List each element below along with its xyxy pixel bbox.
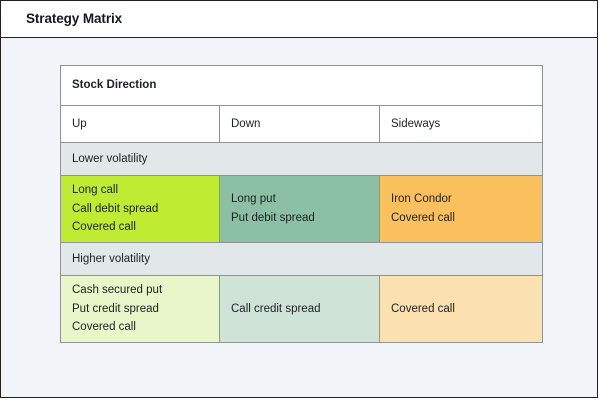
strategy-item: Call debit spread <box>72 202 159 215</box>
strategy-list: Cash secured put Put credit spread Cover… <box>72 281 208 337</box>
strategy-item: Long call <box>72 184 119 197</box>
table-row-lower-volatility-strategies: Long call Call debit spread Covered call… <box>60 175 544 243</box>
band-label-higher-volatility: Higher volatility <box>59 242 544 276</box>
strategy-list: Long put Put debit spread <box>231 190 368 227</box>
table-row-higher-volatility-strategies: Cash secured put Put credit spread Cover… <box>60 275 544 343</box>
cell-lower-sideways: Iron Condor Covered call <box>378 175 544 243</box>
column-header-sideways: Sideways <box>378 105 544 143</box>
strategy-list: Long call Call debit spread Covered call <box>72 181 208 237</box>
page-title: Strategy Matrix <box>26 11 123 26</box>
window-title-bar: Strategy Matrix <box>1 1 597 38</box>
strategy-item: Covered call <box>391 302 455 315</box>
cell-lower-up: Long call Call debit spread Covered call <box>60 175 220 243</box>
table-row-column-headers: Up Down Sideways <box>60 105 544 143</box>
cell-higher-up: Cash secured put Put credit spread Cover… <box>60 275 220 343</box>
strategy-item: Iron Condor <box>391 193 452 206</box>
cell-higher-down: Call credit spread <box>219 275 380 343</box>
table-row-band-higher-volatility: Higher volatility <box>59 242 544 276</box>
strategy-item: Covered call <box>391 212 455 224</box>
strategy-item: Covered call <box>72 221 136 234</box>
strategy-item: Put debit spread <box>231 212 315 224</box>
strategy-matrix-table: Stock Direction Up Down Sideways Lower v… <box>59 65 544 343</box>
matrix-corner-header: Stock Direction <box>59 65 544 106</box>
column-header-up: Up <box>60 105 220 143</box>
strategy-item: Put credit spread <box>72 302 159 315</box>
strategy-item: Cash secured put <box>72 284 163 297</box>
strategy-item: Long put <box>231 193 276 206</box>
band-label-lower-volatility: Lower volatility <box>59 142 544 176</box>
strategy-list: Iron Condor Covered call <box>391 190 531 227</box>
strategy-list: Call credit spread <box>231 300 368 319</box>
table-row-band-lower-volatility: Lower volatility <box>59 142 544 176</box>
strategy-list: Covered call <box>391 300 531 319</box>
table-row-corner-header: Stock Direction <box>59 65 544 106</box>
strategy-item: Covered call <box>72 321 136 334</box>
cell-higher-sideways: Covered call <box>378 275 544 343</box>
cell-lower-down: Long put Put debit spread <box>219 175 380 243</box>
strategy-item: Call credit spread <box>231 302 321 315</box>
column-header-down: Down <box>219 105 380 143</box>
